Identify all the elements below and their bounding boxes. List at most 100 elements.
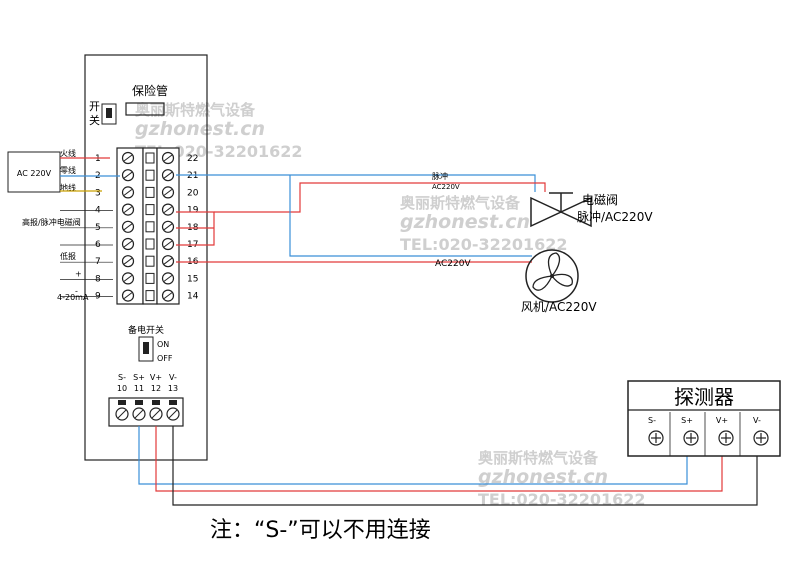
fan-name: 风机/AC220V — [521, 300, 597, 314]
screw-slot — [123, 206, 133, 214]
left-terminal-label: 低报 — [60, 251, 76, 261]
right-terminal-number: 14 — [187, 292, 199, 302]
watermark-line1: 奥丽斯特燃气设备 — [478, 449, 599, 467]
left-terminal-label: 火线 — [60, 148, 76, 158]
fan-wire-label: AC220V — [435, 259, 471, 269]
wire-detector-v-minus — [172, 426, 758, 506]
detector-title: 探测器 — [674, 385, 734, 409]
screw-slot — [163, 292, 173, 300]
screw-slot — [163, 188, 173, 196]
fuse-label: 保险管 — [132, 83, 168, 98]
bottom-terminal-name: S- — [118, 373, 126, 382]
bottom-terminal-name: S+ — [133, 373, 145, 382]
backup-switch-label: 备电开关 — [128, 324, 164, 336]
backup-switch-icon[interactable] — [138, 336, 154, 362]
note-text: 注：“S-”可以不用连接 — [210, 518, 431, 543]
screw-slot — [163, 223, 173, 231]
wire-valve-neutral — [205, 174, 536, 192]
terminal-tab — [135, 400, 143, 405]
terminal-tab — [152, 400, 160, 405]
watermark-line2: gzhonest.cn — [478, 466, 608, 488]
bottom-terminal-name: V- — [169, 373, 177, 382]
right-terminal-number: 19 — [187, 206, 199, 216]
wire-detector-v-plus — [155, 426, 723, 492]
screw-slot — [123, 188, 133, 196]
terminal-clip — [145, 290, 155, 302]
terminal-clip — [145, 255, 155, 267]
detector-terminals: S-S+V+V- — [648, 412, 769, 456]
screw-slot — [134, 409, 144, 419]
screw-slot — [123, 274, 133, 282]
terminal-blocks — [116, 147, 180, 305]
screw-slot — [123, 154, 133, 162]
wire-detector-s-plus — [138, 426, 688, 485]
screw-slot — [168, 409, 178, 419]
fan-icon — [525, 249, 579, 303]
on-label: ON — [157, 340, 169, 349]
bottom-terminal-number: 12 — [151, 384, 161, 393]
power-switch-label-on: 开 — [89, 100, 100, 113]
controller-panel — [84, 54, 208, 461]
bottom-terminal-number: 10 — [117, 384, 127, 393]
terminal-clip — [145, 238, 155, 250]
screw-slot — [123, 171, 133, 179]
screw-slot — [163, 154, 173, 162]
screw-slot — [123, 223, 133, 231]
wire-fan-neutral — [289, 175, 532, 257]
detector-terminal-name: V+ — [716, 416, 728, 425]
valve-wire-label-bottom: AC220V — [432, 183, 460, 191]
valve-wire-label-top: 脉冲 — [432, 171, 448, 181]
terminal-clip — [145, 221, 155, 233]
power-source-box — [7, 151, 61, 193]
left-terminal-number: 3 — [95, 188, 101, 198]
screw-slot — [117, 409, 127, 419]
screw-slot — [123, 292, 133, 300]
screw-slot — [123, 257, 133, 265]
right-terminal-number: 20 — [187, 188, 199, 198]
right-terminal-number: 15 — [187, 274, 198, 284]
terminal-clip — [145, 272, 155, 284]
solenoid-valve-icon — [530, 192, 592, 228]
watermark-line2: gzhonest.cn — [400, 211, 530, 233]
valve-name: 电磁阀 — [582, 192, 618, 207]
detector-terminal-name: S+ — [681, 416, 693, 425]
watermark-line3: TEL:020-32201622 — [400, 235, 568, 254]
right-terminal-number: 21 — [187, 171, 198, 181]
terminal-clip — [145, 204, 155, 216]
bottom-terminal-number: 13 — [168, 384, 178, 393]
bottom-terminal-name: V+ — [150, 373, 162, 382]
left-terminal-label: 地线 — [60, 182, 76, 192]
bottom-terminal-screws — [115, 400, 180, 421]
detector-terminal-name: S- — [648, 416, 656, 425]
terminal-tab — [118, 400, 126, 405]
watermark-line1: 奥丽斯特燃气设备 — [400, 194, 521, 212]
signal-label: 4-20mA — [57, 293, 89, 302]
screw-slot — [151, 409, 161, 419]
left-terminal-label: 零线 — [60, 165, 76, 175]
left-terminal-label: - — [75, 287, 78, 296]
valve-spec: 脉冲/AC220V — [577, 209, 653, 224]
terminal-clip — [145, 169, 155, 181]
power-switch-label-off: 关 — [89, 113, 100, 127]
left-terminal-number: 1 — [95, 154, 101, 164]
watermark-line2: gzhonest.cn — [135, 118, 265, 140]
power-source-label: AC 220V — [17, 169, 52, 178]
watermark-2: 奥丽斯特燃气设备 gzhonest.cn TEL:020-32201622 — [400, 194, 568, 254]
screw-slot — [163, 171, 173, 179]
wires — [60, 157, 758, 506]
bottom-terminal-number: 11 — [134, 384, 144, 393]
watermark-line3: TEL:020-32201622 — [478, 490, 646, 509]
right-terminal-number: 22 — [187, 154, 198, 164]
power-switch-icon[interactable] — [101, 103, 117, 125]
off-label: OFF — [157, 354, 173, 363]
bottom-terminal-labels: S- 10 S+ 11 V+ 12 V- 13 — [117, 373, 178, 393]
screw-slot — [163, 257, 173, 265]
fuse-icon — [125, 102, 165, 116]
terminal-clip — [145, 152, 155, 164]
screw-slot — [163, 206, 173, 214]
screw-slot — [163, 240, 173, 248]
terminal-clip — [145, 186, 155, 198]
